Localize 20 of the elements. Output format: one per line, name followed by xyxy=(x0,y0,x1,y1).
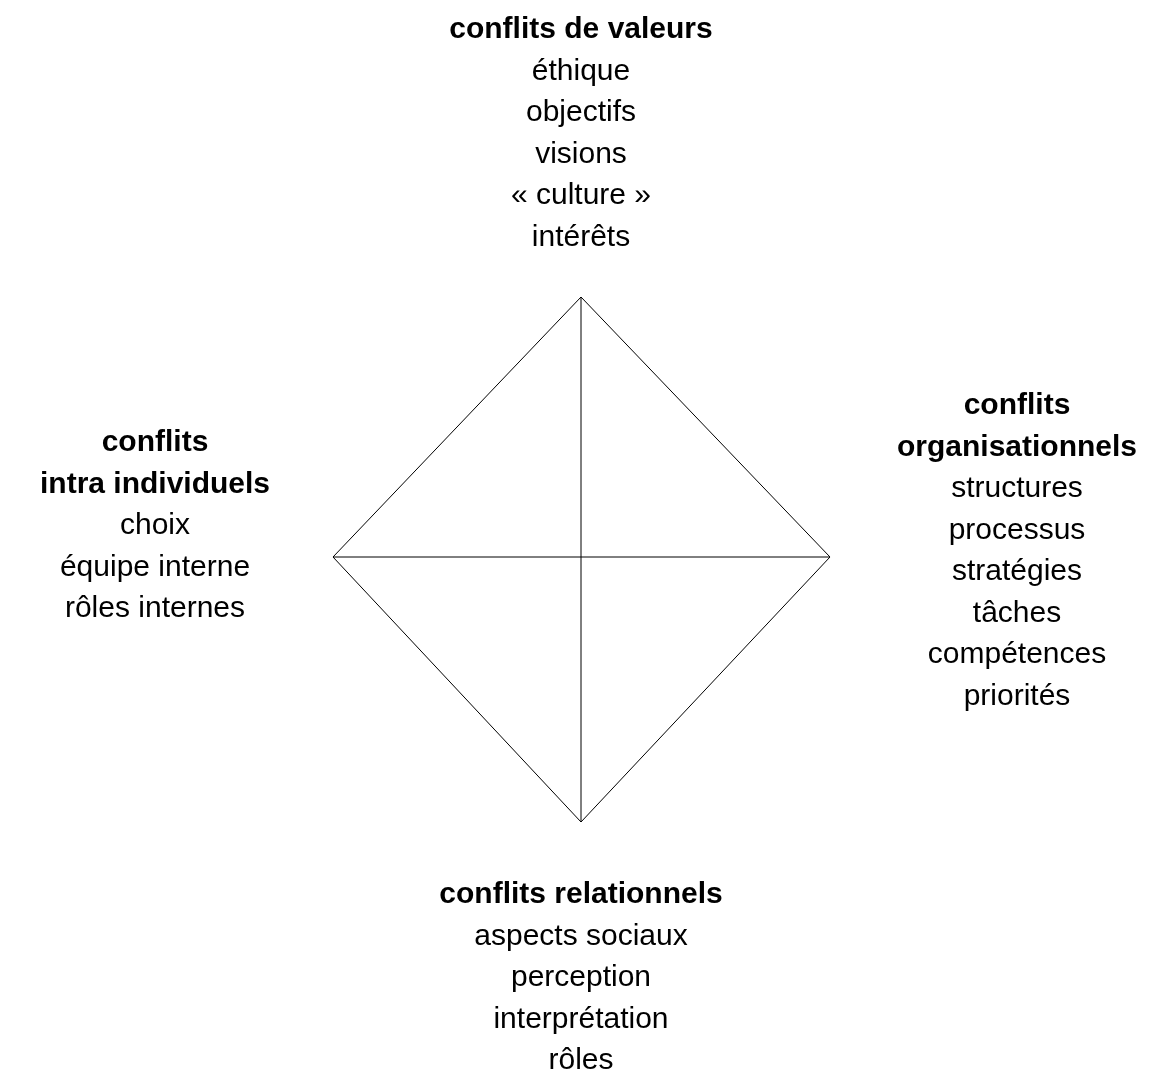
category-item: processus xyxy=(948,510,1086,547)
category-item: aspects sociaux xyxy=(474,916,688,953)
category-item: tâches xyxy=(972,593,1062,630)
category-item: stratégies xyxy=(951,552,1083,588)
category-item: équipe interne xyxy=(59,547,251,584)
category-heading: conflits relationnels xyxy=(439,875,723,911)
category-item: « culture » xyxy=(510,176,652,212)
category-item: intérêts xyxy=(531,217,631,254)
category-item: choix xyxy=(120,506,190,542)
category-heading: conflits de valeurs xyxy=(449,10,713,46)
category-item: compétences xyxy=(927,635,1107,671)
category-item: priorités xyxy=(963,676,1071,713)
category-item: perception xyxy=(510,958,652,994)
category-item: objectifs xyxy=(525,93,637,129)
category-item: interprétation xyxy=(493,999,669,1036)
category-item: visions xyxy=(535,134,627,171)
category-item: structures xyxy=(951,469,1083,505)
category-item: rôles internes xyxy=(64,589,246,625)
category-item: rôles xyxy=(548,1041,614,1074)
category-item: éthique xyxy=(531,51,631,88)
